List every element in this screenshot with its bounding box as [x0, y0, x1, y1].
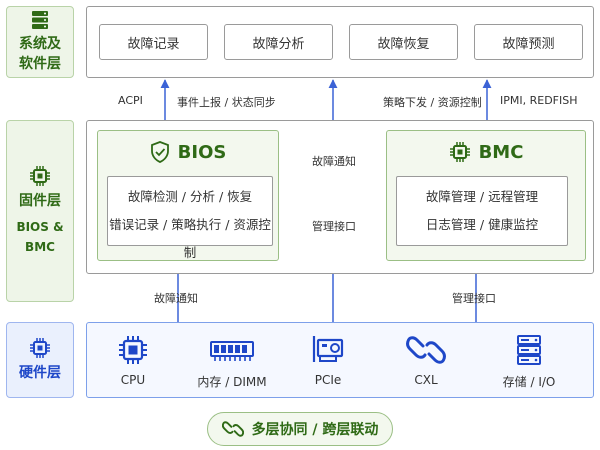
memory-label: 内存 / DIMM — [197, 375, 267, 389]
firmware-layer-line2: BIOS & — [16, 220, 64, 234]
hardware-layer-text: 硬件层 — [19, 365, 61, 381]
system-layer-label: 系统及 软件层 — [6, 6, 74, 78]
collaboration-banner: 多层协同 / 跨层联动 — [207, 412, 393, 446]
firmware-layer-label: 固件层 BIOS & BMC — [6, 120, 74, 302]
fault-prediction-label: 故障预测 — [502, 36, 555, 52]
cpu-icon — [119, 336, 147, 364]
fault-prediction-box: 故障预测 — [474, 24, 583, 60]
storage-icon — [517, 335, 541, 365]
event-report-label: 事件上报 / 状态同步 — [177, 96, 276, 109]
hardware-item-storage: 存储 / I/O — [494, 334, 564, 390]
bmc-title: BMC — [387, 141, 585, 163]
fault-notify-center-label: 故障通知 — [310, 153, 358, 169]
bmc-title-text: BMC — [478, 141, 524, 163]
hardware-item-cxl: CXL — [396, 334, 456, 387]
fault-record-label: 故障记录 — [127, 36, 180, 52]
hardware-item-memory: 内存 / DIMM — [190, 334, 274, 390]
link-icon — [406, 336, 446, 364]
fault-analysis-box: 故障分析 — [224, 24, 333, 60]
policy-label: 策略下发 / 资源控制 — [383, 96, 482, 109]
memory-icon — [210, 341, 254, 361]
pcie-card-icon — [312, 336, 344, 362]
firmware-layer-line3: BMC — [25, 240, 55, 254]
fault-recovery-box: 故障恢复 — [349, 24, 458, 60]
pcie-label: PCIe — [314, 373, 342, 387]
banner-text: 多层协同 / 跨层联动 — [251, 422, 379, 438]
acpi-label: ACPI — [118, 94, 143, 107]
system-layer-line2: 软件层 — [19, 56, 61, 72]
bios-title: BIOS — [98, 141, 278, 163]
shield-check-icon — [150, 141, 169, 163]
storage-label: 存储 / I/O — [502, 375, 556, 389]
ipmi-label: IPMI, REDFISH — [500, 94, 578, 107]
bios-function-line2: 错误记录 / 策略执行 / 资源控制 — [109, 217, 271, 260]
firmware-layer-line1: 固件层 — [19, 193, 61, 209]
bmc-functions-box: 故障管理 / 远程管理 日志管理 / 健康监控 — [396, 176, 568, 246]
fault-record-box: 故障记录 — [99, 24, 208, 60]
chip-icon-bmc — [449, 142, 470, 162]
cxl-label: CXL — [414, 373, 438, 387]
bmc-function-line2: 日志管理 / 健康监控 — [425, 217, 539, 232]
system-layer-line1: 系统及 — [19, 36, 61, 52]
hardware-layer-label: 硬件层 — [6, 322, 74, 398]
fault-analysis-label: 故障分析 — [252, 36, 305, 52]
chip-icon — [30, 166, 50, 186]
hardware-layer-frame — [86, 322, 594, 398]
hardware-item-cpu: CPU — [103, 334, 163, 387]
bios-title-text: BIOS — [177, 141, 227, 163]
cpu-label: CPU — [120, 373, 146, 387]
mgmt-interface-center-label: 管理接口 — [310, 218, 358, 234]
bmc-function-line1: 故障管理 / 远程管理 — [425, 189, 539, 204]
link-icon-banner — [221, 421, 244, 437]
hardware-item-pcie: PCIe — [298, 334, 358, 387]
bios-function-line1: 故障检测 / 分析 / 恢复 — [127, 189, 253, 204]
bios-functions-box: 故障检测 / 分析 / 恢复 错误记录 / 策略执行 / 资源控制 — [107, 176, 273, 260]
fault-recovery-label: 故障恢复 — [377, 36, 430, 52]
chip-icon-hardware — [30, 338, 50, 358]
fault-notify-bottom-label: 故障通知 — [154, 292, 198, 305]
server-icon — [32, 11, 48, 29]
mgmt-interface-bottom-label: 管理接口 — [452, 292, 496, 305]
